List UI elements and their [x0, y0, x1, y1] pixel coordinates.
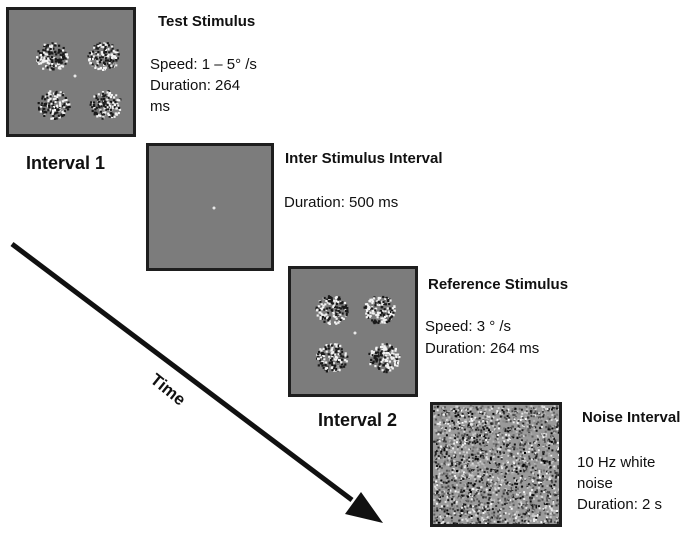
white-noise-pattern: [433, 405, 559, 524]
reference-stimulus-screen: [288, 266, 418, 397]
fixation-point: [212, 206, 216, 210]
noise-screen: [430, 402, 562, 527]
reference-stimulus-speed: Speed: 3 ° /s: [425, 318, 512, 335]
isi-screen: [146, 143, 274, 271]
isi-title: Inter Stimulus Interval: [285, 150, 443, 167]
test-stimulus-duration-unit: ms: [150, 98, 170, 115]
interval-1-label: Interval 1: [26, 153, 106, 173]
test-stimulus-screen: [6, 7, 136, 137]
fixation-point: [73, 74, 77, 78]
fixation-point: [353, 331, 357, 335]
interval-2-label: Interval 2: [318, 410, 398, 430]
noise-interval-title: Noise Interval: [582, 409, 681, 426]
noise-interval-line2: noise: [577, 475, 613, 492]
test-stimulus-duration: Duration: 264: [150, 77, 241, 94]
time-arrow-head: [345, 492, 383, 523]
test-stimulus-title: Test Stimulus: [158, 13, 256, 30]
reference-stimulus-dot-patches: [315, 295, 401, 374]
test-stimulus-speed: Speed: 1 – 5° /s: [150, 56, 257, 73]
noise-interval-line1: 10 Hz white: [577, 454, 656, 471]
test-stimulus-dot-patches: [36, 42, 122, 120]
time-arrow-shaft: [10, 242, 354, 502]
reference-stimulus-duration: Duration: 264 ms: [425, 340, 540, 357]
reference-stimulus-title: Reference Stimulus: [428, 276, 569, 293]
isi-duration: Duration: 500 ms: [284, 194, 399, 211]
isi-fixation: [212, 206, 216, 210]
noise-interval-duration: Duration: 2 s: [577, 496, 663, 513]
